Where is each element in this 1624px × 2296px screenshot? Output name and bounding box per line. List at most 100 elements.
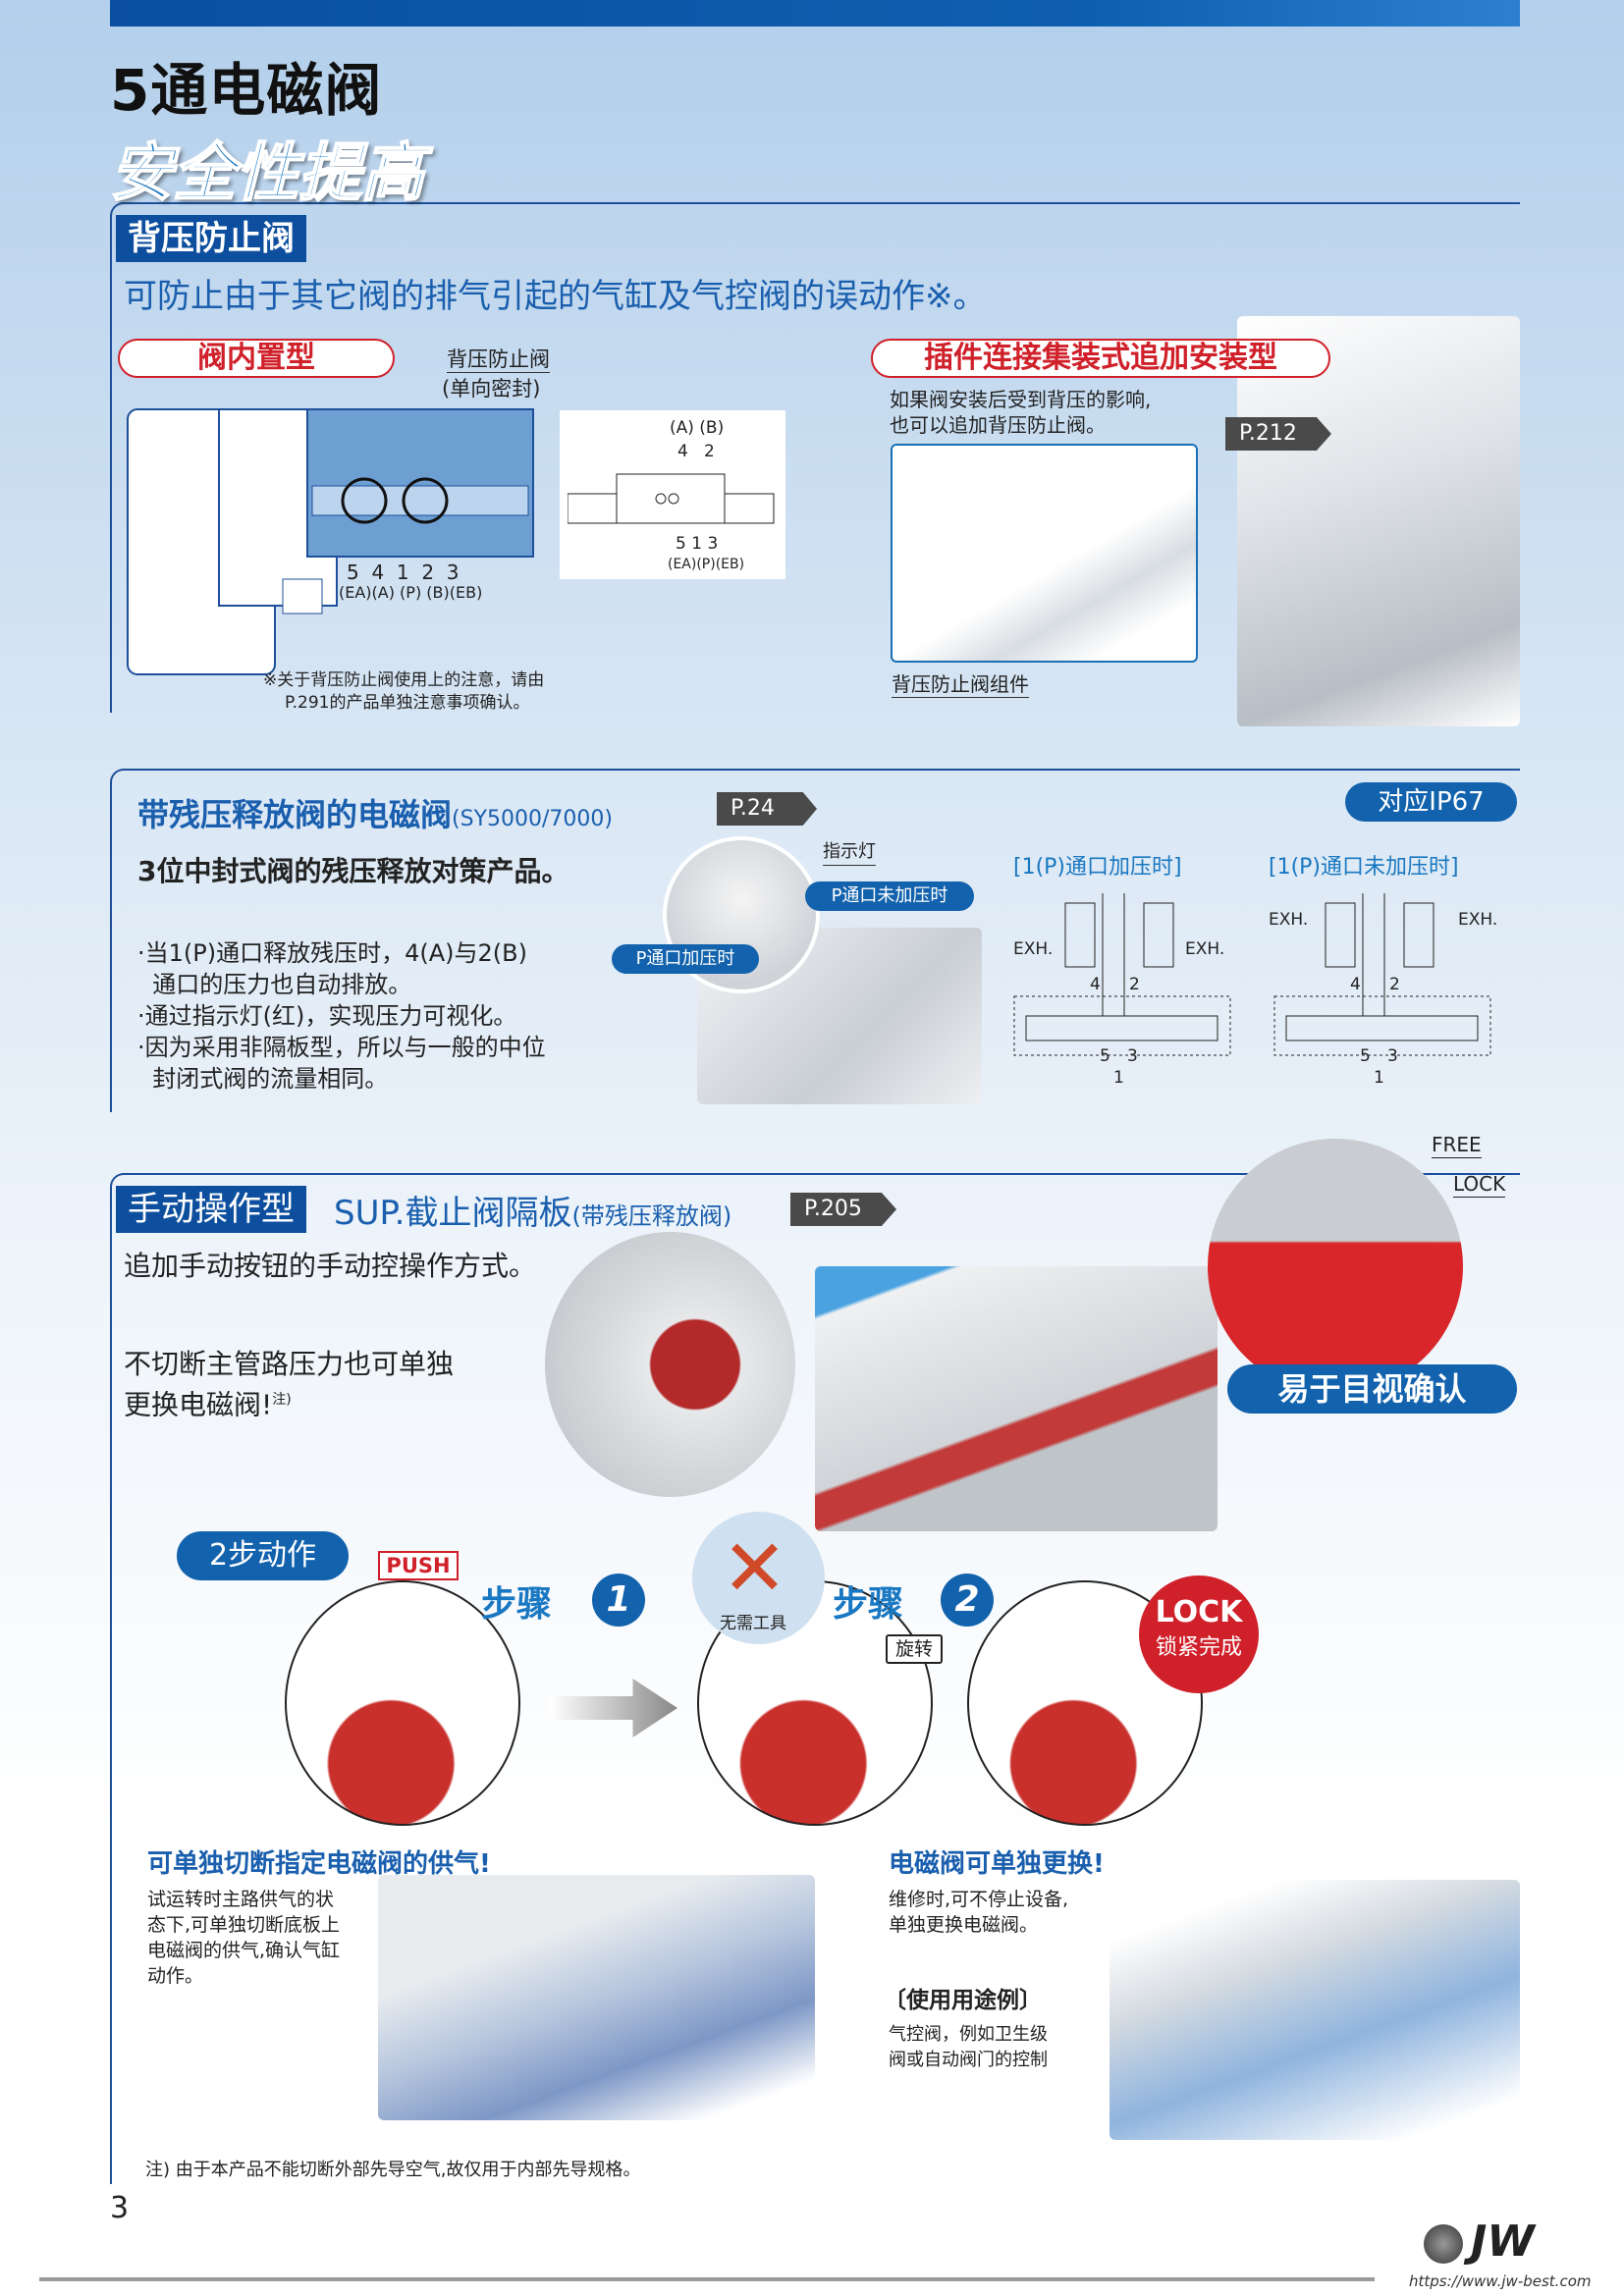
lock-label: LOCK (1453, 1172, 1506, 1198)
section3-title-main: SUP.截止阀隔板 (334, 1194, 572, 1233)
usage-text: 气控阀，例如卫生级阀或自动阀门的控制 (889, 2022, 1048, 2073)
backpressure-detail-image (891, 444, 1198, 663)
ip67-badge: 对应IP67 (1345, 782, 1517, 822)
website-url[interactable]: https://www.jw-best.com (1409, 2272, 1592, 2290)
port-1: 1 (1374, 1068, 1384, 1088)
symbol-top-numbers: 4 2 (677, 442, 715, 461)
diagram-title: [1(P)通口加压时] (1013, 855, 1182, 880)
text-line: 单独更换电磁阀。 (889, 1914, 1039, 1936)
no-tool-label: 无需工具 (720, 1614, 786, 1633)
free-label: FREE (1432, 1133, 1482, 1158)
section2-title: 带残压释放阀的电磁阀(SY5000/7000) (137, 790, 613, 835)
addon-text-1: 如果阀安装后受到背压的影响, (890, 388, 1152, 411)
page-title: 5通电磁阀 (110, 57, 383, 124)
symbol-bottom-numbers: 5 1 3 (676, 534, 719, 554)
section2-bullets: ·当1(P)通口释放残压时，4(A)与2(B) 通口的压力也自动排放。 ·通过指示… (137, 937, 599, 1095)
two-step-badge: 2步动作 (177, 1531, 349, 1580)
port-2: 2 (1129, 975, 1140, 994)
step1-image (285, 1580, 520, 1826)
exh-label: EXH. (1013, 939, 1054, 959)
step2-word: 步骤 (833, 1584, 904, 1625)
brand-logo: JW (1471, 2216, 1535, 2267)
supply-cutoff-image (378, 1875, 815, 2120)
section3-lead: 追加手动按钮的手动控操作方式。 (124, 1250, 537, 1282)
pressurized-label: P通口加压时 (612, 944, 759, 974)
right-text: 维修时,可不停止设备, 单独更换电磁阀。 (889, 1887, 1068, 1938)
step1-word: 步骤 (481, 1584, 553, 1625)
page-number: 3 (110, 2191, 130, 2225)
text-line: 维修时,可不停止设备, (889, 1889, 1069, 1910)
section3-text-1: 不切断主管路压力也可单独 (124, 1348, 455, 1380)
page-ref-tag[interactable]: P.24 (717, 792, 817, 826)
section3-text-2: 更换电磁阀!注) (124, 1382, 292, 1422)
bullet: ·当1(P)通口释放残压时，4(A)与2(B) (137, 939, 527, 967)
port-3: 3 (1127, 1046, 1138, 1066)
valve-cross-section (127, 408, 534, 675)
text-line: 阀或自动阀门的控制 (889, 2050, 1048, 2070)
port-1: 1 (1113, 1068, 1124, 1088)
manifold-photo (815, 1266, 1218, 1531)
manifold-product-image (1237, 316, 1520, 726)
exh-label: EXH. (1458, 910, 1498, 930)
footer-divider (39, 2277, 1375, 2281)
push-label: PUSH (378, 1551, 459, 1580)
text-line: 气控阀，例如卫生级 (889, 2024, 1048, 2045)
note-line-1: ※关于背压防止阀使用上的注意，请由 (263, 670, 545, 690)
exh-label: EXH. (1269, 910, 1309, 930)
port-3: 3 (1387, 1046, 1398, 1066)
note-line-2: P.291的产品单独注意事项确认。 (285, 693, 530, 713)
free-lock-zoom (1208, 1139, 1463, 1394)
port-numbers: 5 4 1 2 3 (347, 561, 460, 584)
addon-type-pill: 插件连接集装式追加安装型 (871, 339, 1330, 378)
right-heading: 电磁阀可单独更换! (889, 1849, 1105, 1879)
bullet: 封闭式阀的流量相同。 (137, 1065, 389, 1093)
symbol-top-names: (A) (B) (670, 418, 725, 438)
bullet: ·因为采用非隔板型，所以与一般的中位 (137, 1034, 546, 1061)
valve-replacement-image (1110, 1880, 1520, 2140)
section-label: 背压防止阀 (116, 215, 306, 262)
bullet: 通口的压力也自动排放。 (137, 971, 412, 998)
footnote: 注) 由于本产品不能切断外部先导空气,故仅用于内部先导规格。 (145, 2160, 641, 2180)
callout-sublabel: (单向密封) (442, 377, 541, 400)
port-5: 5 (1100, 1046, 1110, 1066)
lock-title: LOCK (1155, 1595, 1243, 1629)
addon-text-2: 也可以追加背压防止阀。 (890, 413, 1106, 437)
note-marker: 注) (272, 1392, 292, 1408)
port-4: 4 (1090, 975, 1101, 994)
page-subtitle: 安全性提高 (109, 136, 425, 211)
text-line: 电磁阀的供气,确认气缸 (147, 1940, 341, 1961)
text-line: 态下,可单独切断底板上 (147, 1914, 341, 1936)
section3-label: 手动操作型 (116, 1186, 306, 1233)
diagram-pressurized: [1(P)通口加压时] EXH. EXH. 4 2 5 3 1 (1011, 849, 1242, 1090)
section2-title-model: (SY5000/7000) (452, 807, 613, 831)
section2-title-main: 带残压释放阀的电磁阀 (137, 796, 453, 833)
section-residual-release (110, 769, 1520, 1112)
indicator-label: 指示灯 (823, 839, 876, 866)
usage-title: 〔使用用途例〕 (884, 1988, 1042, 2013)
diagram-unpressurized: [1(P)通口未加压时] EXH. EXH. 4 2 5 3 1 (1267, 849, 1507, 1090)
section3-text-2-main: 更换电磁阀! (124, 1388, 273, 1421)
hand-operation-photo (545, 1232, 795, 1497)
diagram-title: [1(P)通口未加压时] (1269, 855, 1459, 880)
top-banner (110, 0, 1520, 27)
no-tool-circle: ✕ 无需工具 (692, 1512, 825, 1644)
port-5: 5 (1360, 1046, 1371, 1066)
left-text: 试运转时主路供气的状态下,可单独切断底板上电磁阀的供气,确认气缸动作。 (147, 1887, 340, 1989)
section3-title: SUP.截止阀隔板(带残压释放阀) (334, 1186, 731, 1234)
port-names: (EA)(A) (P) (B)(EB) (339, 583, 483, 602)
page-ref-tag[interactable]: P.212 (1225, 417, 1331, 451)
rotate-label: 旋转 (886, 1634, 944, 1664)
callout-label: 背压防止阀 (447, 347, 550, 373)
lock-complete-badge: LOCK 锁紧完成 (1139, 1575, 1259, 1693)
cross-icon: ✕ (722, 1522, 788, 1614)
unpressurized-label: P通口未加压时 (805, 881, 974, 911)
section-manual-operation (110, 1173, 1520, 2184)
section-backpressure (110, 202, 1520, 713)
lock-subtitle: 锁紧完成 (1155, 1635, 1242, 1660)
step2-number: 2 (941, 1574, 994, 1627)
bullet: ·通过指示灯(红)，实现压力可视化。 (137, 1002, 517, 1030)
section-description: 可防止由于其它阀的排气引起的气缸及气控阀的误动作※。 (124, 277, 987, 316)
page-ref-tag[interactable]: P.205 (790, 1193, 896, 1226)
globe-logo-icon (1424, 2224, 1463, 2264)
step1-number: 1 (592, 1574, 645, 1627)
